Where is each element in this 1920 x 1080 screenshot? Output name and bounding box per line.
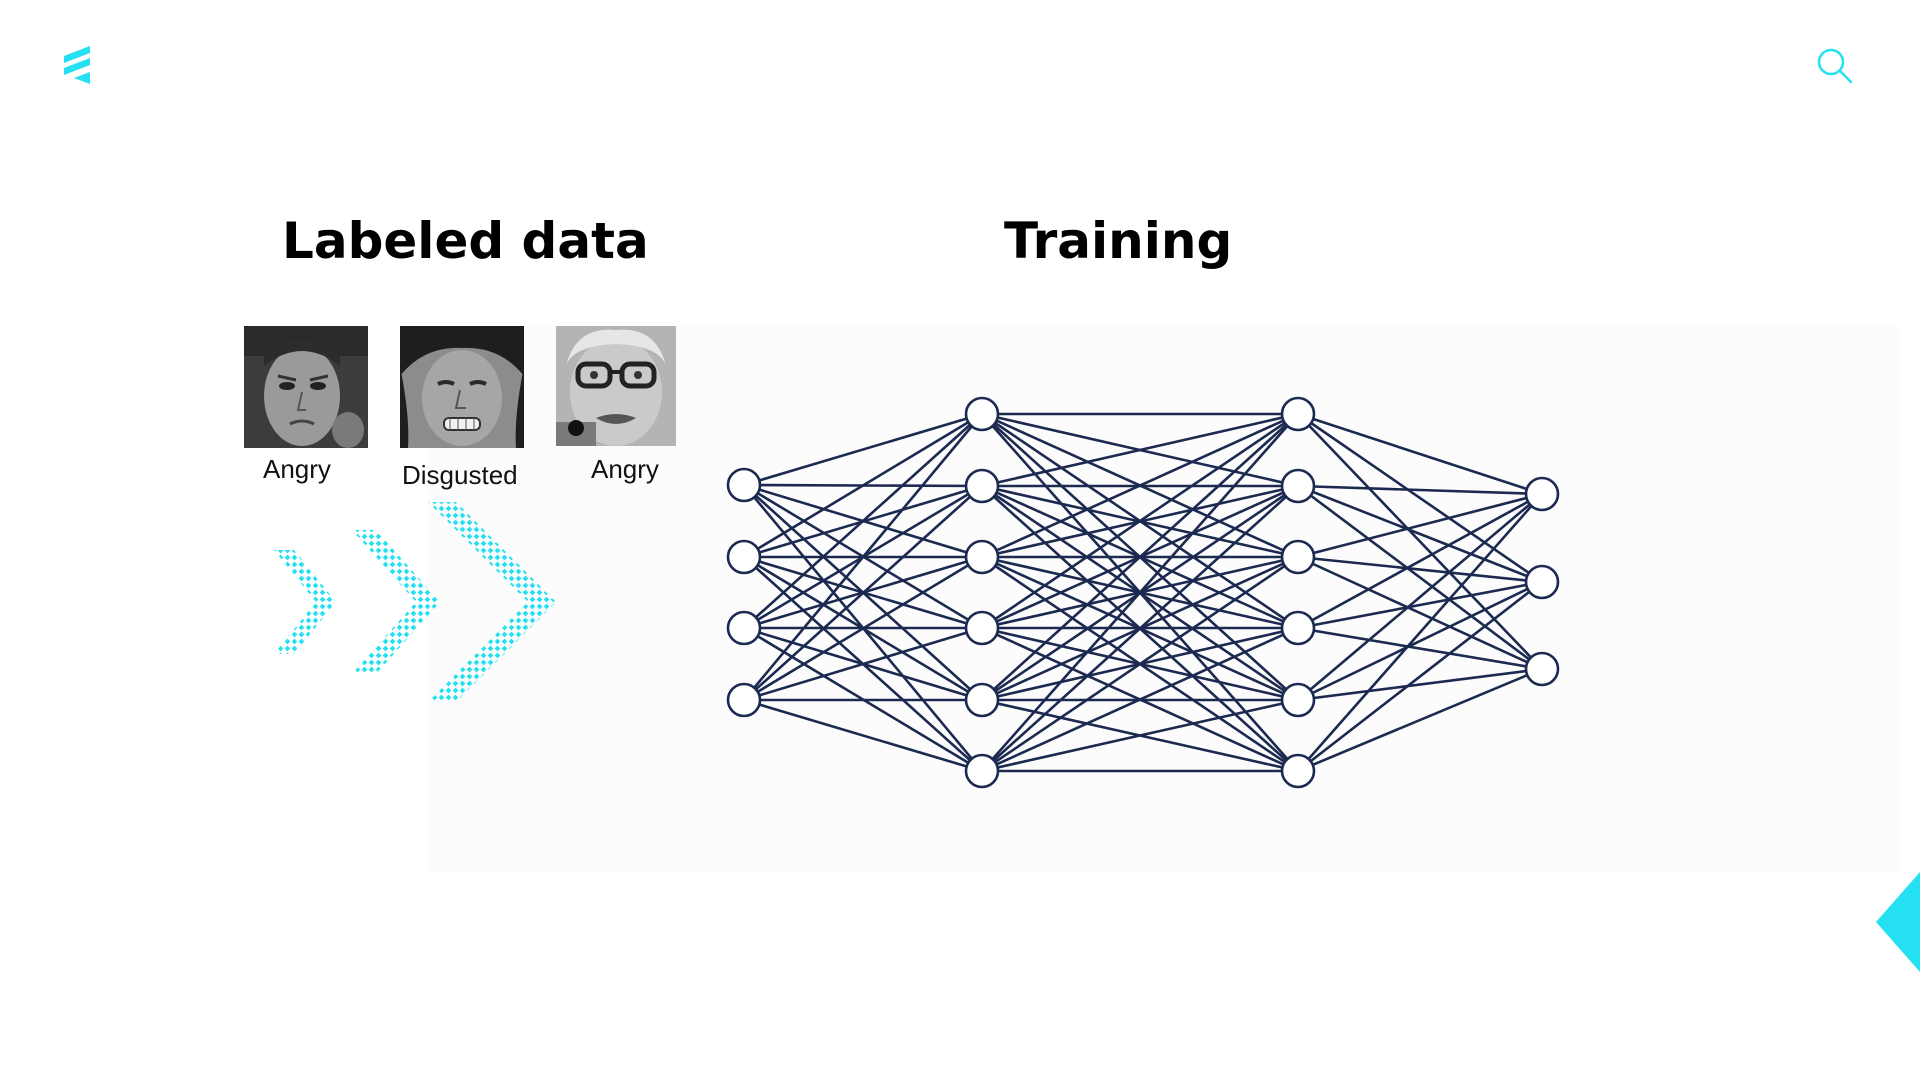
search-icon[interactable] [1815,46,1855,86]
face-photo-disgusted-woman [400,326,524,448]
labeled-data-heading: Labeled data [282,212,649,270]
corner-accent-shape [1876,872,1920,972]
face-photo-angry-elder [556,326,676,446]
brand-logo-icon[interactable] [60,44,94,88]
training-heading: Training [1004,212,1233,270]
face-label: Disgusted [402,460,518,490]
face-label: Angry [591,454,659,484]
face-label: Angry [263,454,331,484]
face-photo-angry-man [244,326,368,448]
dotted-chevrons-graphic [274,502,556,702]
